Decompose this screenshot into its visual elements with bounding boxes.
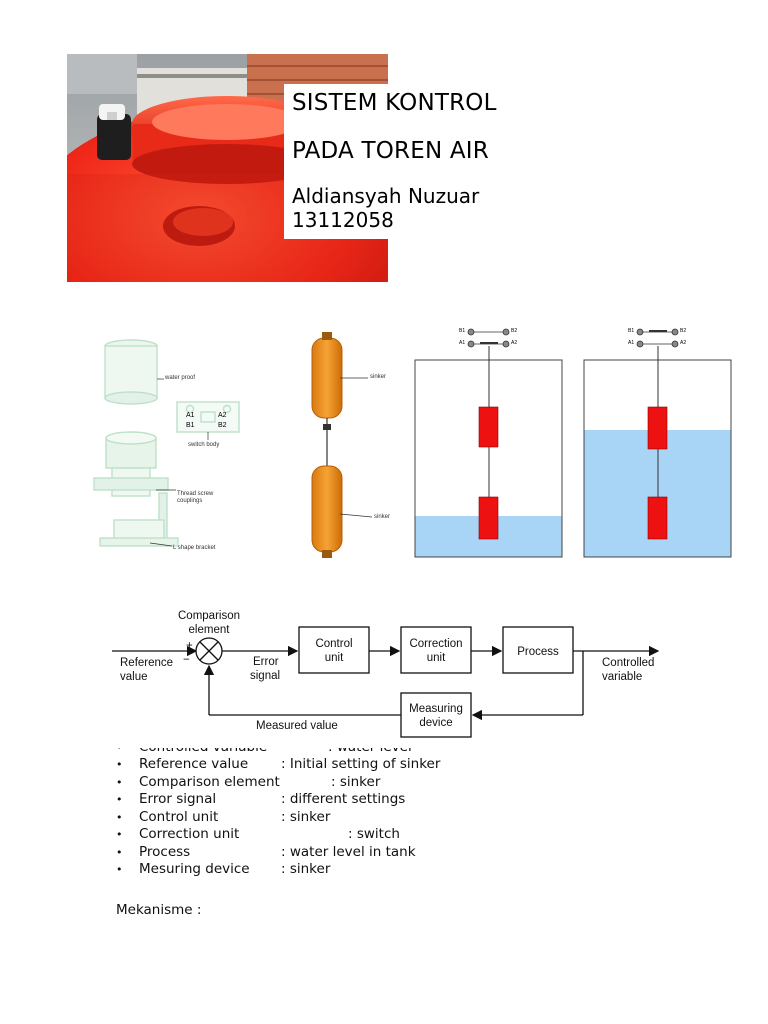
block-measuring-device: Measuring xyxy=(409,703,463,715)
label-reference-value-2: value xyxy=(120,671,148,683)
mechanism-label: Mekanisme : xyxy=(116,902,202,918)
author-name: Aldiansyah Nuzuar xyxy=(292,184,480,208)
label-error-signal-2: signal xyxy=(250,670,280,682)
bullet-icon: • xyxy=(116,793,123,806)
bullet-icon: • xyxy=(116,845,123,859)
terminal-a1: A1 xyxy=(628,340,635,346)
block-measuring-device-2: device xyxy=(419,717,452,729)
label-l-shape-bracket: L shape bracket xyxy=(173,545,216,551)
label-controlled-variable-2: variable xyxy=(602,671,642,683)
list-item: • Correction unit : switch xyxy=(116,826,576,844)
label-measured-value: Measured value xyxy=(256,720,338,732)
label-error-signal: Error xyxy=(253,656,279,668)
list-item-name: Mesuring device xyxy=(139,861,250,877)
title-line-2: PADA TOREN AIR xyxy=(292,138,489,164)
label-minus: − xyxy=(183,654,190,666)
list-item-name: Control unit xyxy=(139,808,219,825)
terminal-a2: A2 xyxy=(511,340,518,346)
label-sinker-bottom: sinker xyxy=(374,514,391,520)
label-water-proof: water proof xyxy=(165,375,196,381)
student-id: 13112058 xyxy=(292,208,394,232)
terminal-b1: B1 xyxy=(628,328,635,334)
mark-a2: A2 xyxy=(218,412,227,419)
terminal-b2: B2 xyxy=(511,328,518,334)
list-item: • Mesuring device : sinker xyxy=(116,861,576,879)
title-line-1: SISTEM KONTROL xyxy=(292,90,497,116)
control-block-diagram: Comparison element + − Reference value E… xyxy=(110,605,670,745)
list-item: • Control unit : sinker xyxy=(116,809,576,827)
list-item: • Error signal : different settings xyxy=(116,791,576,809)
list-item-name: Error signal xyxy=(139,791,217,807)
label-comparison-element-2: element xyxy=(189,624,231,636)
mark-b1: B1 xyxy=(186,422,195,429)
list-item-name: Controlled variable xyxy=(139,748,267,756)
terminal-b2: B2 xyxy=(680,328,687,334)
mark-b2: B2 xyxy=(218,422,227,429)
block-process: Process xyxy=(517,646,559,658)
list-item-value: : water level xyxy=(328,748,412,756)
block-control-unit-2: unit xyxy=(325,652,344,664)
terminal-b1: B1 xyxy=(459,328,466,334)
tank-high-level-figure: B1 B2 A1 A2 xyxy=(583,324,733,560)
switch-parts-figure: water proof A1 A2 B1 B2 switch body Thre… xyxy=(64,328,254,554)
terminal-a1: A1 xyxy=(459,340,466,346)
list-item-name: Process xyxy=(139,843,191,860)
list-item-value: : switch xyxy=(348,826,400,842)
bullet-icon: • xyxy=(116,748,123,756)
terminal-a2: A2 xyxy=(680,340,687,346)
component-list: • Controlled variable : water level • Refere… xyxy=(116,748,576,879)
list-item: • Controlled variable : water level xyxy=(116,748,576,756)
block-control-unit: Control xyxy=(315,638,352,650)
block-correction-unit: Correction xyxy=(409,638,462,650)
label-controlled-variable: Controlled xyxy=(602,657,654,669)
list-item-value: : Initial setting of sinker xyxy=(281,756,441,772)
list-item-value: : different settings xyxy=(281,791,406,807)
label-sinker-top: sinker xyxy=(370,374,387,380)
bullet-icon: • xyxy=(116,758,123,771)
block-correction-unit-2: unit xyxy=(427,652,446,664)
bullet-icon: • xyxy=(116,775,123,789)
bullet-icon: • xyxy=(116,810,123,824)
mark-a1: A1 xyxy=(186,412,195,419)
list-item-value: : sinker xyxy=(331,773,381,790)
tank-low-level-figure: B1 B2 A1 A2 xyxy=(414,324,564,560)
title-box xyxy=(284,84,388,239)
label-switch-body: switch body xyxy=(188,442,220,448)
list-item: • Reference value : Initial setting of sin… xyxy=(116,756,576,774)
list-item-name: Correction unit xyxy=(139,826,240,842)
label-thread-screw: Thread screw couplings xyxy=(177,491,214,504)
bullet-icon: • xyxy=(116,828,123,841)
list-item: • Process : water level in tank xyxy=(116,844,576,862)
float-sinkers-figure: sinker sinker xyxy=(300,328,400,564)
label-reference-value: Reference xyxy=(120,657,173,669)
list-item-name: Comparison element xyxy=(139,773,280,790)
list-item-value: : sinker xyxy=(281,808,331,825)
list-item-name: Reference value xyxy=(139,756,249,772)
label-plus: + xyxy=(186,640,193,652)
list-item-value: : sinker xyxy=(281,861,331,877)
bullet-icon: • xyxy=(116,863,123,876)
label-comparison-element: Comparison xyxy=(178,610,240,622)
list-item-value: : water level in tank xyxy=(281,843,416,860)
list-item: • Comparison element : sinker xyxy=(116,774,576,792)
